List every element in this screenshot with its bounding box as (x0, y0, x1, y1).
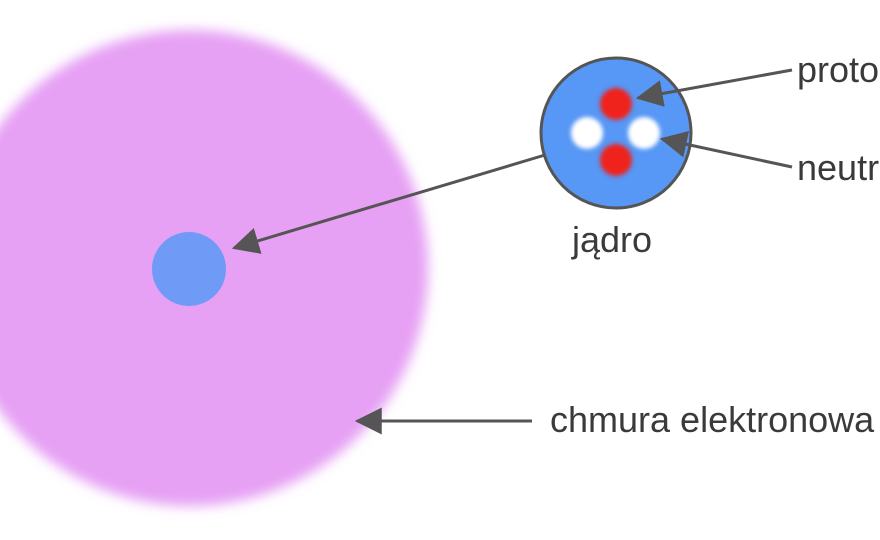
protons-label: protony (797, 49, 880, 90)
proton-top (600, 88, 632, 120)
proton-bottom (600, 144, 632, 176)
magnified-nucleus (539, 56, 693, 210)
nucleus-label: jądro (572, 219, 653, 260)
electron-cloud-label: chmura elektronowa (550, 399, 875, 440)
neutrons-label: neutrony (797, 147, 880, 188)
neutron-left (571, 117, 603, 149)
nucleus-in-atom (152, 232, 226, 306)
protons-arrow (635, 68, 793, 107)
neutrons-arrow (659, 131, 793, 169)
neutron-right (628, 117, 660, 149)
nucleus-circle (539, 56, 693, 210)
nucleus-arrow (231, 153, 546, 254)
